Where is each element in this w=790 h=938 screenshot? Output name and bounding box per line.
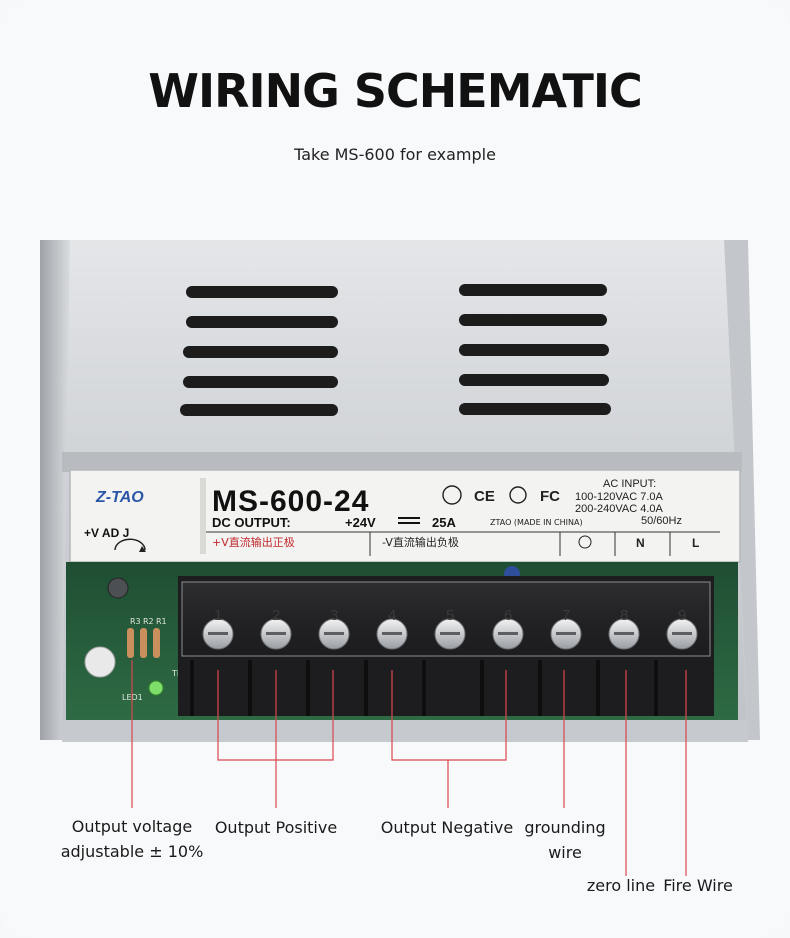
terminal-number: 1 [214, 607, 222, 624]
dc-voltage: +24V [345, 515, 376, 530]
ac-input-line2: 200-240VAC 4.0A [575, 503, 664, 515]
mark-r3: R3 [130, 617, 141, 626]
terminal-number: 9 [678, 607, 686, 624]
pos-terminal-label: +V直流输出正极 [212, 535, 295, 549]
terminal-number: 7 [562, 607, 570, 624]
terminal-divider [480, 660, 484, 716]
screw-slot [440, 632, 460, 635]
adj-label: +V AD J [84, 526, 129, 540]
terminal-screws: 1 2 3 4 5 6 7 8 9 [190, 607, 698, 716]
terminal-divider [654, 660, 658, 716]
neg-terminal-label: -V直流输出负极 [382, 535, 459, 549]
cert-fc: FC [540, 488, 560, 505]
model-number: MS-600-24 [212, 485, 369, 518]
terminal-divider [422, 660, 426, 716]
terminal-number: 4 [388, 607, 396, 624]
frequency: 50/60Hz [641, 515, 682, 527]
mark-r2: R2 [143, 617, 154, 626]
mark-r1: R1 [156, 617, 167, 626]
n-label: N [636, 536, 645, 550]
ac-input-title: AC INPUT: [603, 478, 656, 490]
callout-adjust-line1: Output voltage [71, 817, 193, 836]
terminal-number: 2 [272, 607, 280, 624]
cert-ccc-icon [442, 485, 462, 505]
dc-output-label: DC OUTPUT: [212, 515, 291, 530]
vent-slots [180, 284, 611, 416]
product-label: Z-TAO +V AD J MS-600-24 CE FC DC OUTPUT:… [69, 469, 741, 563]
l-label: L [692, 536, 699, 550]
terminal-divider [190, 660, 194, 716]
callout-positive: Output Positive [214, 818, 338, 837]
terminal-divider [596, 660, 600, 716]
screw-slot [556, 632, 576, 635]
callout-zero: zero line [586, 876, 656, 895]
screw-slot [498, 632, 518, 635]
callout-ground-line2: wire [548, 843, 582, 862]
terminal-number: 8 [620, 607, 628, 624]
terminal-divider [364, 660, 368, 716]
terminal-divider [538, 660, 542, 716]
terminal-divider [306, 660, 310, 716]
callout-fire: Fire Wire [663, 876, 733, 895]
callout-negative: Output Negative [380, 818, 514, 837]
callout-adjust-line2: adjustable ± 10% [60, 842, 204, 861]
maker-note: ZTAO (MADE IN CHINA) [490, 518, 583, 527]
ground-symbol-icon [578, 535, 592, 549]
trim-pot-screw-icon [107, 577, 129, 599]
screw-slot [382, 632, 402, 635]
dc-current: 25A [432, 515, 456, 530]
terminal-number: 5 [446, 607, 454, 624]
screw-slot [614, 632, 634, 635]
screw-slot [208, 632, 228, 635]
callout-ground: grounding wire [520, 815, 610, 865]
led-indicator-icon [148, 680, 164, 696]
cert-ce: CE [474, 488, 495, 505]
page-title: WIRING SCHEMATIC [148, 64, 643, 118]
page-subtitle: Take MS-600 for example [294, 145, 496, 164]
terminal-number: 6 [504, 607, 512, 624]
screw-slot [324, 632, 344, 635]
brand-logo: Z-TAO [95, 489, 144, 506]
screw-slot [672, 632, 692, 635]
cert-rohs-icon [509, 486, 527, 504]
callout-lines [131, 660, 687, 876]
ac-input-line1: 100-120VAC 7.0A [575, 491, 664, 503]
adjust-knob-icon [84, 646, 116, 678]
terminal-number: 3 [330, 607, 338, 624]
terminal-divider [248, 660, 252, 716]
screw-slot [266, 632, 286, 635]
callout-ground-line1: grounding [524, 818, 606, 837]
callout-adjust: Output voltage adjustable ± 10% [60, 814, 204, 864]
